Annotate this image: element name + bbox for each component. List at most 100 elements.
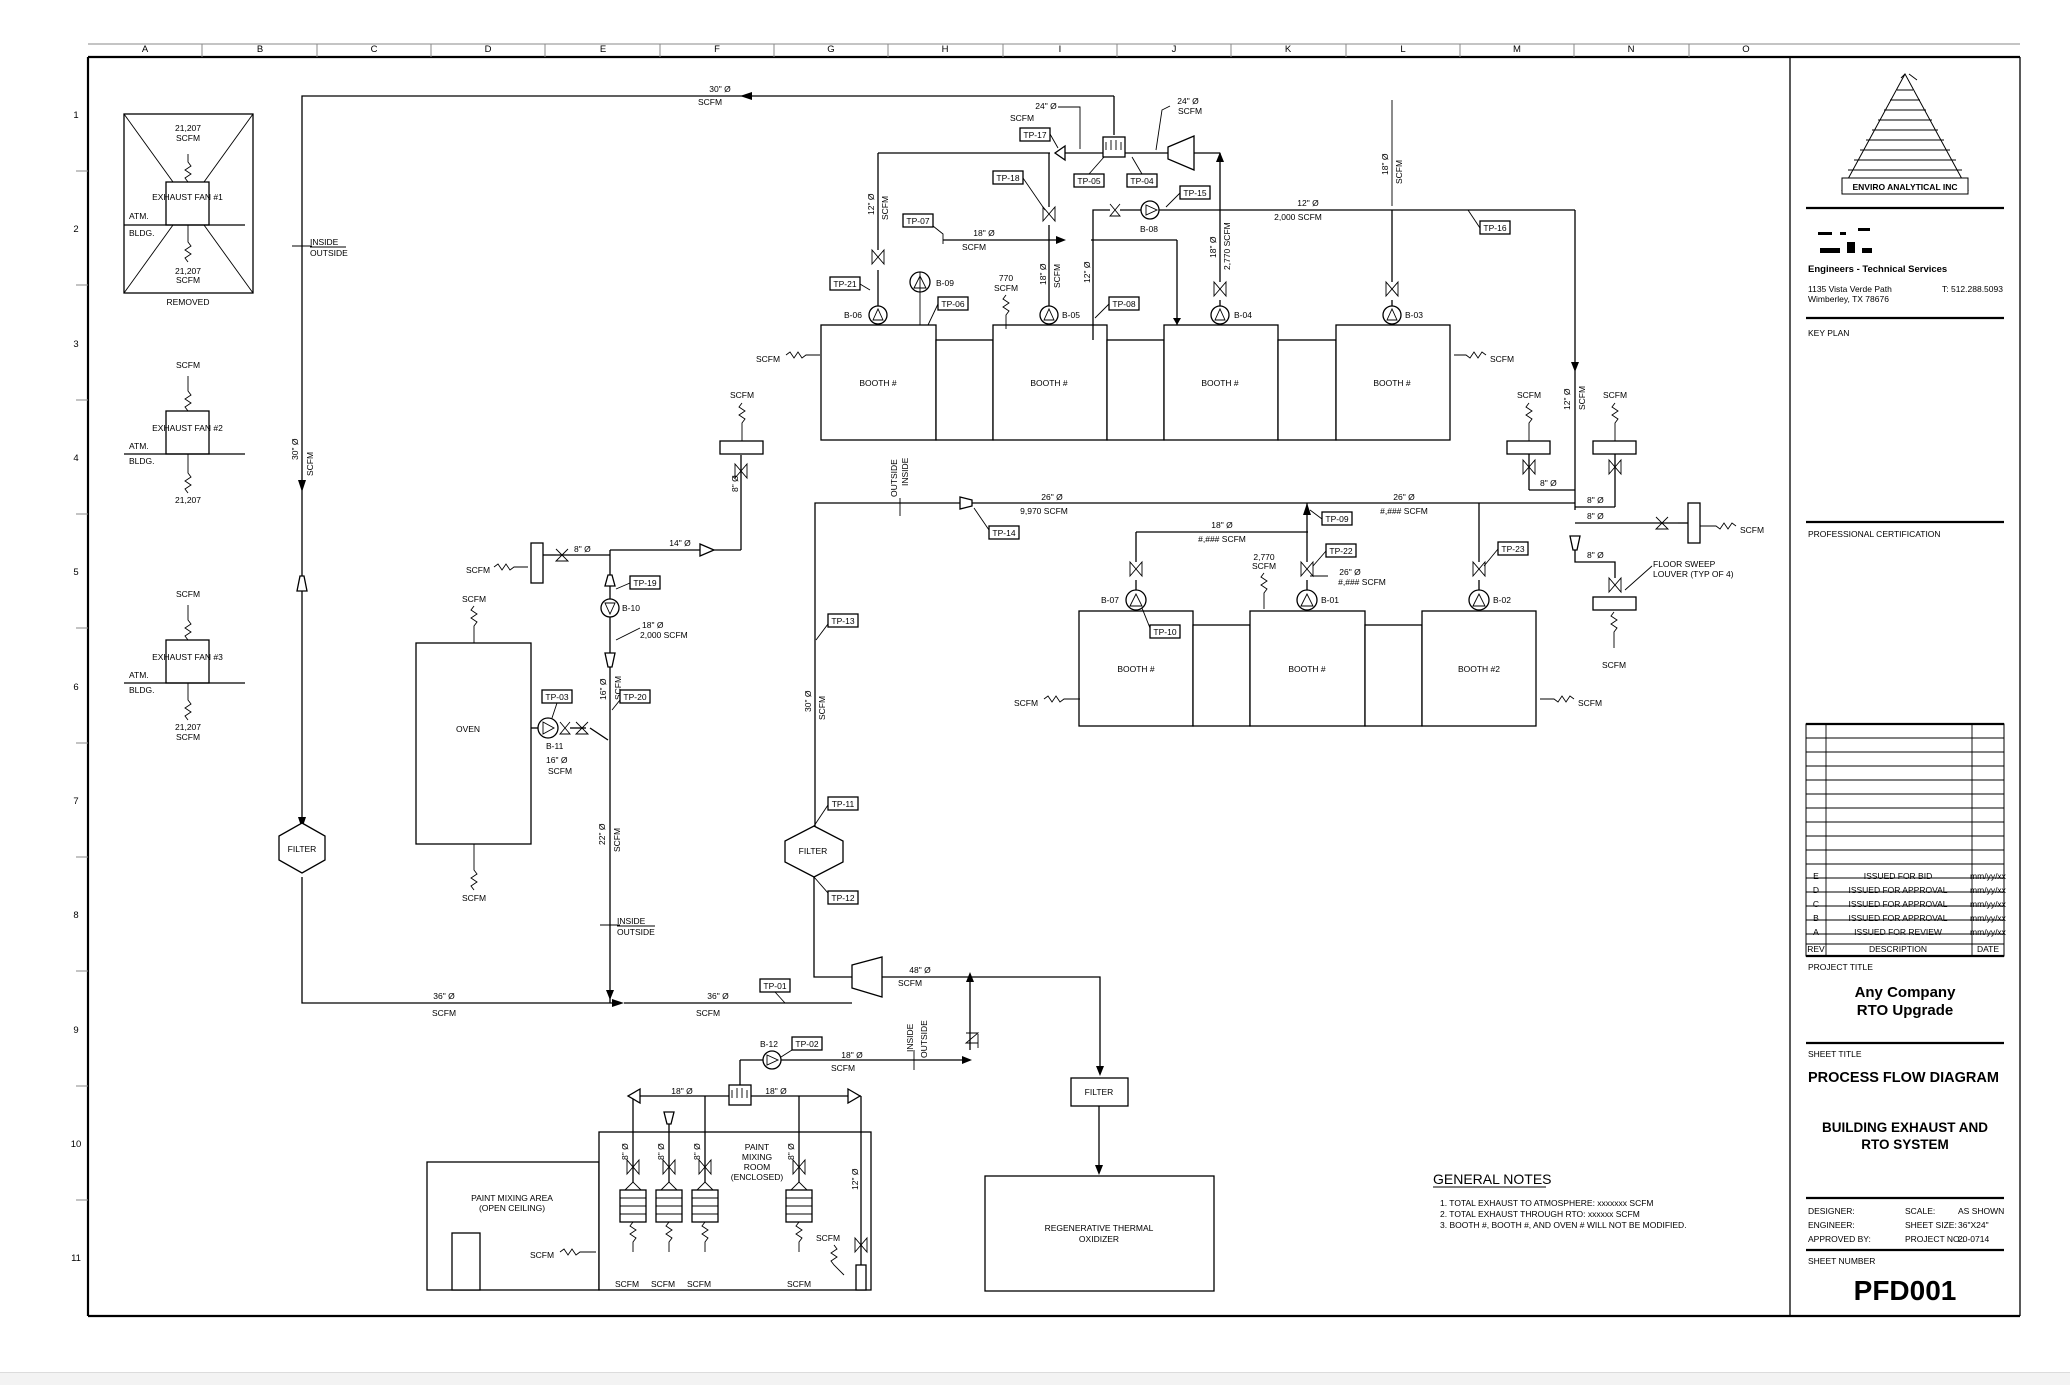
branch-flow: 770 — [999, 273, 1013, 283]
paint-area-label: (OPEN CEILING) — [479, 1203, 545, 1213]
branch-flow-unit: SCFM — [1252, 561, 1276, 571]
pipe-flow: SCFM — [548, 766, 572, 776]
pipe-flow: SCFM — [1010, 113, 1034, 123]
tag-tp-18: TP-18 — [996, 173, 1019, 183]
inlet-flow: SCFM — [466, 565, 490, 575]
pipe-size: 18" Ø — [1038, 263, 1048, 285]
col-label: N — [1628, 44, 1635, 55]
row-label: 2 — [73, 224, 78, 235]
upper-booth-piping: B-06 TP-21 12" Ø SCFM TP-06 B-09 TP-07 1… — [829, 100, 1587, 510]
inside-label: INSIDE — [905, 1023, 915, 1052]
oven-label: OVEN — [456, 724, 480, 734]
booth-label: BOOTH # — [859, 378, 897, 388]
general-notes: GENERAL NOTES 1. TOTAL EXHAUST TO ATMOSP… — [1433, 1171, 1687, 1230]
tag-tp-01: TP-01 — [763, 981, 786, 991]
inlet-flow: SCFM — [1490, 354, 1514, 364]
pipe-size: 48" Ø — [909, 965, 931, 975]
rto-label: OXIDIZER — [1079, 1234, 1119, 1244]
pipe-flow: SCFM — [898, 978, 922, 988]
blower-b-08: B-08 — [1140, 224, 1158, 234]
note-item: 1. TOTAL EXHAUST TO ATMOSPHERE: xxxxxxx … — [1440, 1198, 1654, 1208]
paint-room-label: ROOM — [744, 1162, 770, 1172]
pipe-flow: SCFM — [432, 1008, 456, 1018]
pipe-size: 36" Ø — [707, 991, 729, 1001]
pipe-size: 18" Ø — [671, 1086, 693, 1096]
rev-date: mm/yy/xx — [1970, 913, 2007, 923]
pipe-size: 36" Ø — [433, 991, 455, 1001]
paint-room-label: PAINT — [745, 1142, 769, 1152]
fan-flow: 21,207 — [175, 495, 201, 505]
row-labels: 1 2 3 4 5 6 7 8 9 10 11 — [71, 110, 88, 1264]
pipe-flow: SCFM — [613, 676, 623, 700]
inside-label: INSIDE — [617, 916, 646, 926]
pipe-flow: 2,000 SCFM — [640, 630, 688, 640]
outside-label: OUTSIDE — [919, 1020, 929, 1058]
blower-b-12: B-12 — [760, 1039, 778, 1049]
tag-tp-23: TP-23 — [1501, 544, 1524, 554]
pipe-size: 8" Ø — [1587, 550, 1604, 560]
rev-code: D — [1813, 885, 1819, 895]
pipe-flow: SCFM — [305, 452, 315, 476]
sheet-title: BUILDING EXHAUST AND — [1822, 1120, 1988, 1135]
rev-description: ISSUED FOR APPROVAL — [1848, 885, 1947, 895]
scale-label: SCALE: — [1905, 1206, 1935, 1216]
pipe-flow: SCFM — [831, 1063, 855, 1073]
pipe-size: 8" Ø — [574, 544, 591, 554]
pipe-size: 8" Ø — [692, 1143, 702, 1160]
pipe-size: 16" Ø — [546, 755, 568, 765]
branch-flow-unit: SCFM — [994, 283, 1018, 293]
pipe-size: 8" Ø — [730, 475, 740, 492]
blower-b-07: B-07 — [1101, 595, 1119, 605]
bldg-label: BLDG. — [129, 456, 155, 466]
inlet-flow: SCFM — [651, 1279, 675, 1289]
pipe-size: 16" Ø — [598, 678, 608, 700]
designer-label: DESIGNER: — [1808, 1206, 1855, 1216]
pipe-flow: SCFM — [1178, 106, 1202, 116]
fan-label: EXHAUST FAN #3 — [152, 652, 223, 662]
pipe-size: 8" Ø — [786, 1143, 796, 1160]
atm-label: ATM. — [129, 441, 149, 451]
tag-tp-22: TP-22 — [1329, 546, 1352, 556]
pipe-flow: SCFM — [612, 828, 622, 852]
rev-code: C — [1813, 899, 1819, 909]
pipe-size: 30" Ø — [803, 690, 813, 712]
rev-date: mm/yy/xx — [1970, 927, 2007, 937]
rev-date: mm/yy/xx — [1970, 899, 2007, 909]
sheet-title: RTO SYSTEM — [1861, 1137, 1949, 1152]
oven-section: OVEN SCFM SCFM B-11 16" Ø SCFM TP-03 B-1… — [415, 390, 764, 1003]
col-label: O — [1742, 44, 1749, 55]
fan-label: EXHAUST FAN #1 — [152, 192, 223, 202]
company-phone: T: 512.288.5093 — [1942, 284, 2003, 294]
louver-label: FLOOR SWEEP — [1653, 559, 1716, 569]
blower-b-09: B-09 — [936, 278, 954, 288]
pipe-flow: 2,000 SCFM — [1274, 212, 1322, 222]
pipe-flow: SCFM — [696, 1008, 720, 1018]
engineer-label: ENGINEER: — [1808, 1220, 1855, 1230]
notes-title: GENERAL NOTES — [1433, 1171, 1552, 1187]
booth-label: BOOTH # — [1373, 378, 1411, 388]
rev-date: mm/yy/xx — [1970, 871, 2007, 881]
key-plan-label: KEY PLAN — [1808, 328, 1849, 338]
pipe-size: 8" Ø — [1540, 478, 1557, 488]
paint-room-label: (ENCLOSED) — [731, 1172, 784, 1182]
filter-label: FILTER — [1085, 1087, 1114, 1097]
company-logo: ENVIRO ANALYTICAL INC — [1841, 72, 1969, 195]
pipe-size: 18" Ø — [841, 1050, 863, 1060]
drawing-border — [86, 43, 2021, 1318]
tag-tp-17: TP-17 — [1023, 130, 1046, 140]
col-label: J — [1172, 44, 1177, 55]
fan-flow-unit: SCFM — [176, 360, 200, 370]
col-label: D — [485, 44, 492, 55]
rev-description: ISSUED FOR REVIEW — [1854, 927, 1942, 937]
pipe-size: 18" Ø — [1380, 153, 1390, 175]
pipe-size: 24" Ø — [1177, 96, 1199, 106]
inlet-flow: SCFM — [1517, 390, 1541, 400]
fan-flow: 21,207 — [175, 722, 201, 732]
company-name: Engineers - Technical Services — [1808, 264, 1947, 275]
fan-flow-unit: SCFM — [176, 275, 200, 285]
pipe-size: 12" Ø — [1562, 388, 1572, 410]
pipe-size: 12" Ø — [1082, 261, 1092, 283]
row-label: 9 — [73, 1025, 78, 1036]
pipe-size: 12" Ø — [1297, 198, 1319, 208]
